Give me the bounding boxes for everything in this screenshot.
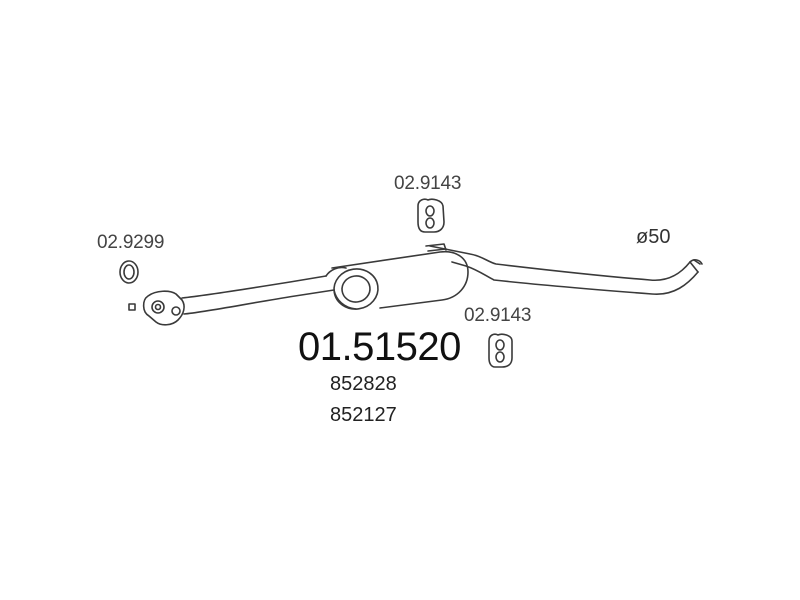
rear-pipe xyxy=(429,245,703,295)
rubber-hanger-top xyxy=(417,198,445,233)
inlet-flange xyxy=(142,290,185,326)
gasket-part-number: 02.9299 xyxy=(97,232,165,253)
front-pipe xyxy=(181,275,335,315)
rubber-hanger-bottom xyxy=(488,333,513,368)
hanger-bottom-part-number: 02.9143 xyxy=(464,305,532,326)
silencer-body xyxy=(325,250,469,310)
reference-number-1: 852828 xyxy=(330,373,397,395)
pipe-diameter-label: ø50 xyxy=(636,226,671,248)
flange-marker-square xyxy=(128,303,136,311)
pipe-bracket xyxy=(425,243,447,252)
reference-number-2: 852127 xyxy=(330,404,397,426)
hanger-top-part-number: 02.9143 xyxy=(394,173,462,194)
main-part-number: 01.51520 xyxy=(298,325,461,369)
gasket-ring xyxy=(119,260,139,284)
